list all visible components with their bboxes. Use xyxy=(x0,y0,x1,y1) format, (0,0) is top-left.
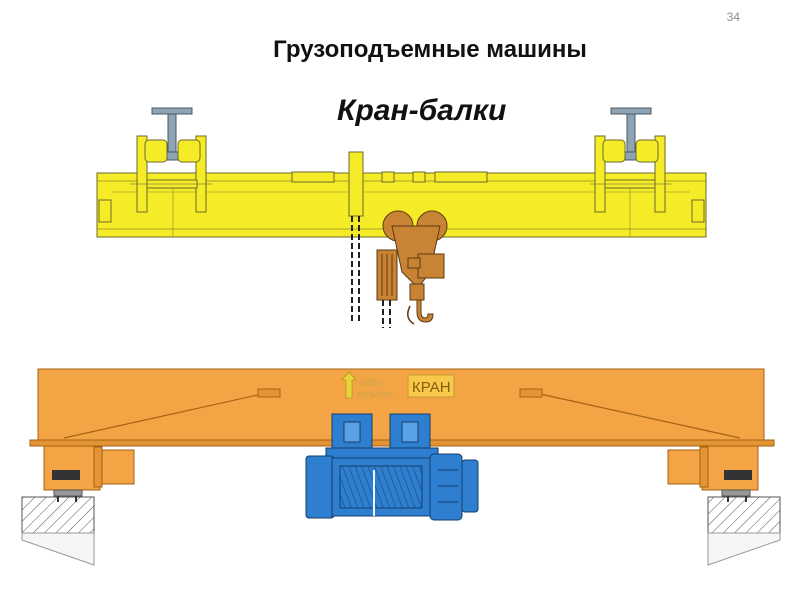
brand-logo: telfer тельфер КРАН xyxy=(341,371,455,399)
right-end-carriage xyxy=(590,107,672,213)
brand-cyrillic-text: тельфер xyxy=(357,389,393,399)
left-support xyxy=(21,496,95,566)
right-end-truck xyxy=(667,445,759,502)
left-end-truck xyxy=(43,445,135,502)
brand-badge-text: КРАН xyxy=(412,379,451,396)
blue-electric-hoist xyxy=(305,413,479,521)
page-number: 34 xyxy=(726,10,740,24)
chain-drive-unit xyxy=(348,151,364,322)
trolley-with-hook xyxy=(376,210,448,328)
slide-subtitle: Кран-балки xyxy=(337,94,507,127)
left-end-carriage xyxy=(130,107,212,213)
page-title: Грузоподъемные машины xyxy=(273,36,587,63)
brand-latin-text: telfer xyxy=(359,377,384,389)
bottom-crane-picture: telfer тельфер КРАН xyxy=(21,368,781,566)
top-crane-drawing xyxy=(96,107,707,328)
right-support xyxy=(707,496,781,566)
